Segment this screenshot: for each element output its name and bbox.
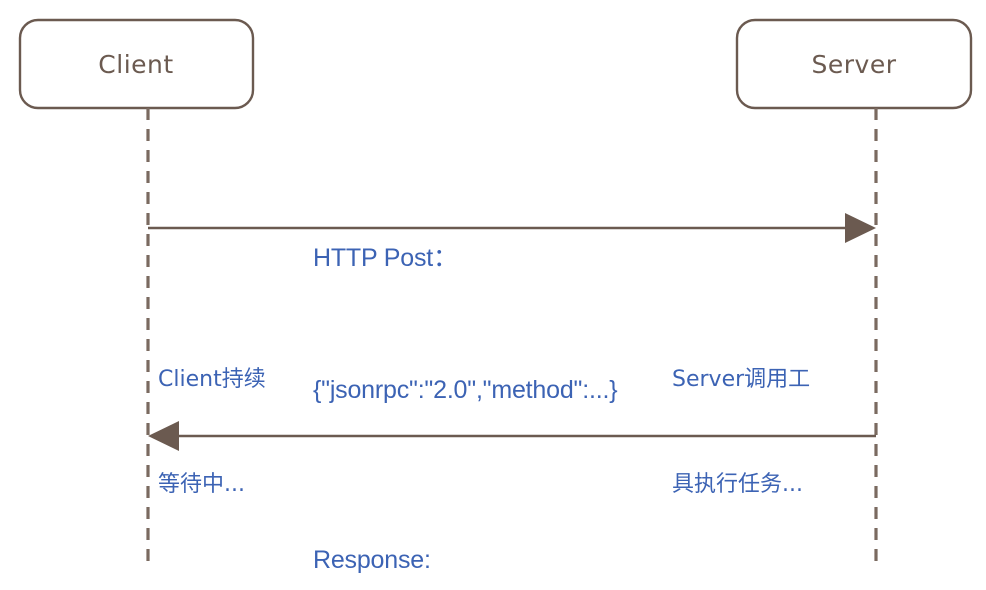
note-client-waiting: Client持续 等待中... <box>158 292 266 572</box>
note-client-waiting-line1: Client持续 <box>158 367 266 392</box>
note-server-working: Server调用工 具执行任务... <box>672 292 810 572</box>
actor-box-client[interactable] <box>18 18 255 110</box>
message-label-response-line1: Response: <box>313 546 431 574</box>
message-arrowhead-response <box>148 421 179 451</box>
message-label-response: Response: {"jsonrpc":"2.0","result":...} <box>313 450 595 590</box>
note-client-waiting-line2: 等待中... <box>158 472 245 497</box>
actor-box-server[interactable] <box>735 18 973 110</box>
message-label-request-line2: {"jsonrpc":"2.0","method":...} <box>313 376 618 404</box>
note-server-working-line1: Server调用工 <box>672 367 811 392</box>
note-server-working-line2: 具执行任务... <box>672 472 803 497</box>
message-label-request: HTTP Post： {"jsonrpc":"2.0","method":...… <box>313 148 618 500</box>
message-arrowhead-request <box>845 213 876 243</box>
message-label-request-line1: HTTP Post： <box>313 244 458 272</box>
actor-label-client: Client <box>98 50 173 79</box>
actor-label-server: Server <box>812 50 897 79</box>
